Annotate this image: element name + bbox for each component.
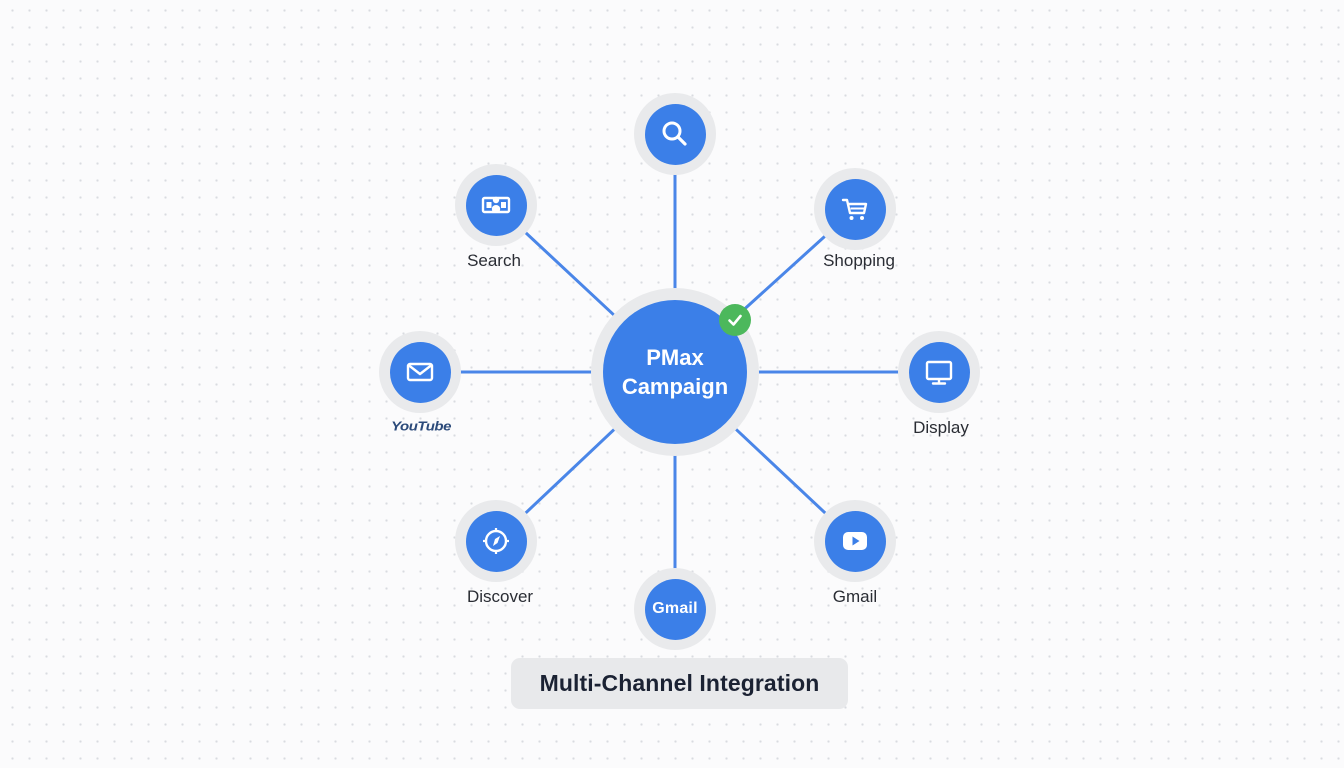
monitor-icon	[925, 360, 953, 385]
channel-label-discover: Discover	[466, 587, 534, 606]
channel-node-gmail-text[interactable]: Gmail	[634, 568, 716, 650]
channel-node-inner	[824, 178, 886, 240]
channel-label-gmail: Gmail	[832, 587, 878, 606]
mail-icon	[406, 362, 434, 382]
channel-node-discover[interactable]	[455, 500, 537, 582]
channel-label-search: Search	[467, 251, 521, 270]
check-circle-icon	[728, 314, 742, 326]
channel-node-search-top[interactable]	[634, 93, 716, 175]
channel-node-inner	[908, 341, 970, 403]
channel-node-inner: Gmail	[644, 578, 706, 640]
compass-icon	[483, 528, 509, 554]
hub-title-line2: Campaign	[621, 374, 729, 399]
channel-label-youtube: YouTube	[391, 419, 451, 434]
channel-label-shopping: Shopping	[823, 251, 895, 270]
channel-node-inner	[644, 103, 706, 165]
channel-node-inner	[465, 174, 527, 236]
channel-label-display: Display	[913, 418, 969, 437]
channel-node-shopping[interactable]	[814, 168, 896, 250]
id-card-icon	[481, 196, 511, 214]
search-icon	[662, 121, 687, 146]
channel-node-display[interactable]	[898, 331, 980, 413]
channel-node-youtube[interactable]	[379, 331, 461, 413]
shopping-cart-icon	[841, 198, 868, 220]
hub-title-line1: PMax	[646, 345, 704, 370]
channel-node-gmail[interactable]	[814, 500, 896, 582]
channel-node-inner	[389, 341, 451, 403]
channel-node-search[interactable]	[455, 164, 537, 246]
channel-node-inner	[824, 510, 886, 572]
status-badge	[719, 304, 751, 336]
channel-node-inner	[465, 510, 527, 572]
channel-inner-label-gmail: Gmail	[652, 600, 698, 617]
diagram-caption: Multi-Channel Integration	[511, 658, 848, 709]
play-button-icon	[843, 532, 867, 550]
